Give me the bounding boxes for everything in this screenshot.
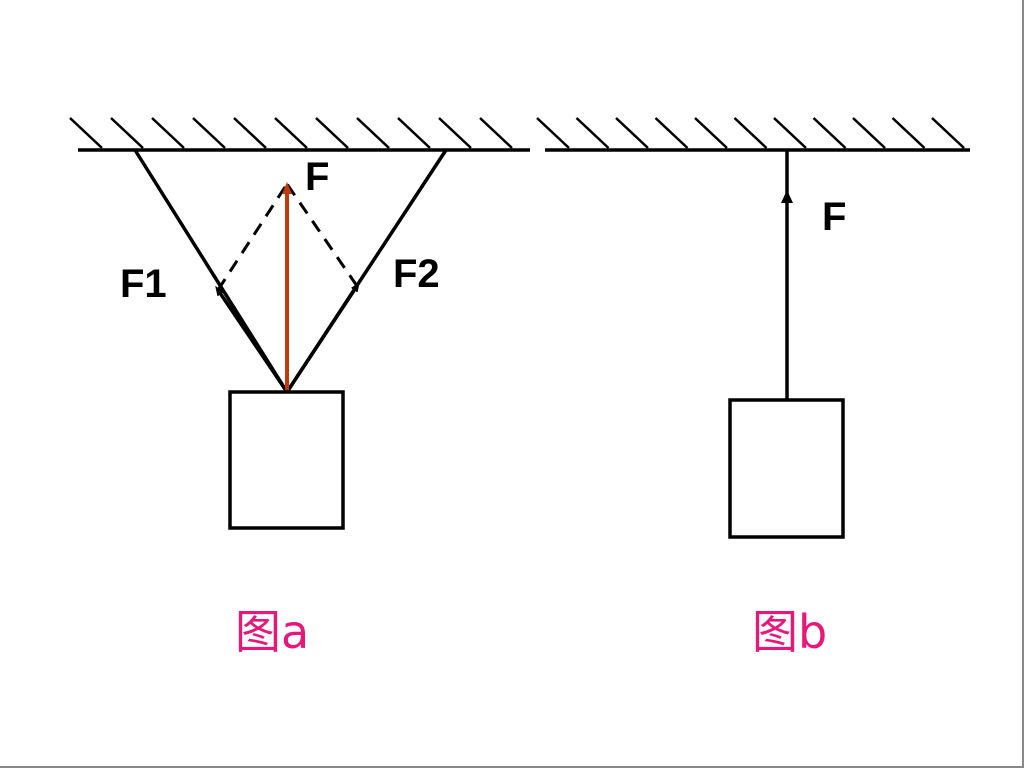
hatch-mark	[852, 117, 886, 149]
hatch-mark	[192, 117, 226, 149]
hatch-mark	[438, 117, 472, 149]
caption-figure-b: 图b	[752, 605, 827, 659]
label-f-resultant: F	[305, 155, 329, 199]
label-f1: F1	[120, 262, 167, 306]
block-a	[228, 390, 345, 530]
hatch-mark	[233, 117, 267, 149]
ceiling-a	[69, 117, 530, 152]
hatch-mark	[356, 117, 390, 149]
parallelogram-dash-right	[285, 183, 359, 287]
hatch-mark	[315, 117, 349, 149]
hatch-mark	[479, 117, 513, 149]
force-arrowhead-b	[781, 190, 793, 203]
hatch-mark	[397, 117, 431, 149]
hatch-mark	[151, 117, 185, 149]
figure-a: F F1 F2 图a	[69, 117, 530, 659]
hatch-mark	[733, 117, 768, 149]
parallelogram-dash-left	[216, 183, 289, 291]
hatch-mark	[575, 117, 610, 149]
component-arrow-f2	[285, 281, 360, 393]
ceiling-hatching-a	[69, 117, 513, 149]
label-f-b: F	[822, 195, 846, 239]
hatch-mark	[69, 117, 103, 149]
hatch-mark	[536, 117, 570, 149]
hatch-mark	[694, 117, 728, 149]
hatch-mark	[773, 117, 807, 149]
hatch-mark	[654, 117, 689, 149]
ceiling-b	[536, 117, 970, 152]
hatch-mark	[812, 117, 847, 149]
hatch-mark	[891, 117, 926, 149]
hatch-mark	[615, 117, 649, 149]
block-b	[728, 398, 845, 539]
label-f2: F2	[393, 252, 440, 296]
hatch-mark	[931, 117, 965, 149]
component-arrow-f1	[215, 285, 289, 393]
hatch-mark	[110, 117, 144, 149]
hatch-mark	[274, 117, 308, 149]
figure-b: F 图b	[536, 117, 970, 659]
caption-figure-a: 图a	[235, 605, 309, 659]
ceiling-hatching-b	[536, 117, 965, 149]
